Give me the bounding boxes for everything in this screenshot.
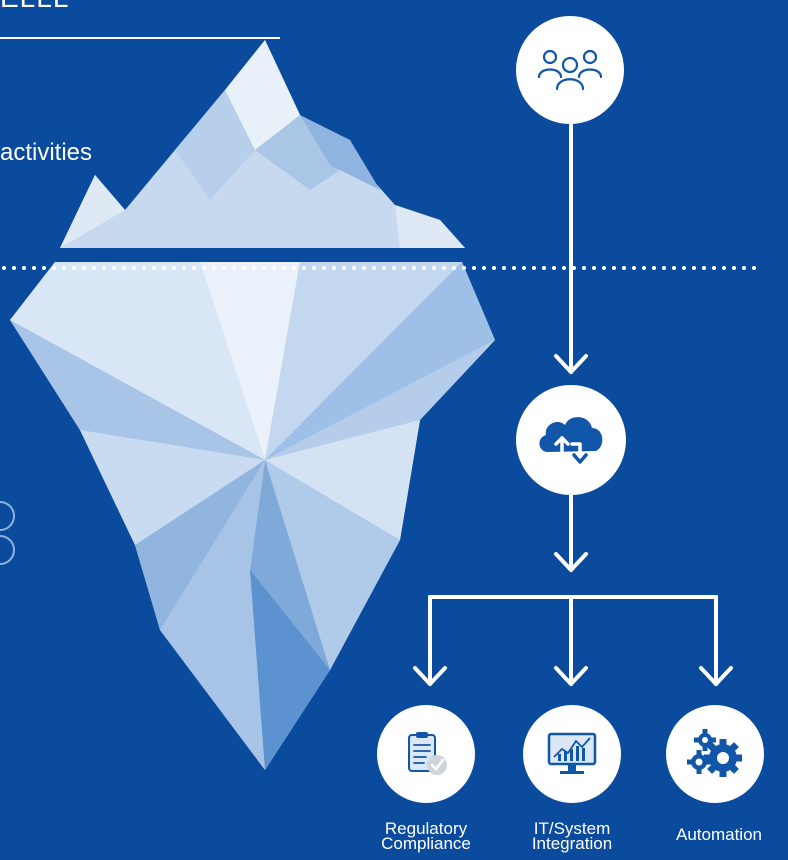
label-it-system-integration: IT/System Integration — [517, 819, 627, 853]
gears-icon — [687, 729, 742, 777]
label-it-system-line1: IT/System — [533, 819, 611, 838]
label-automation-line1: Automation — [676, 825, 762, 844]
activities-text-fragment: activities — [0, 139, 93, 166]
water-line-dotted — [2, 266, 762, 270]
page-title-fragment: ELLL — [0, 0, 69, 14]
people-group-node — [516, 16, 624, 124]
label-regulatory-line2: Compliance — [381, 834, 471, 853]
label-regulatory-line1: Regulatory — [384, 819, 468, 838]
cloud-sync-node — [516, 385, 626, 495]
it-system-integration-node — [523, 705, 621, 803]
people-group-icon — [537, 49, 603, 91]
title-underline — [0, 37, 280, 39]
automation-node — [666, 705, 764, 803]
clipboard-checklist-icon — [408, 732, 447, 775]
monitor-chart-icon — [547, 732, 597, 774]
left-edge-circle-fragments — [0, 501, 15, 565]
regulatory-compliance-node — [377, 705, 475, 803]
label-automation: Automation — [660, 825, 778, 844]
cloud-sync-icon — [539, 417, 603, 464]
label-it-system-line2: Integration — [531, 834, 613, 853]
label-regulatory-compliance: Regulatory Compliance — [370, 819, 482, 853]
